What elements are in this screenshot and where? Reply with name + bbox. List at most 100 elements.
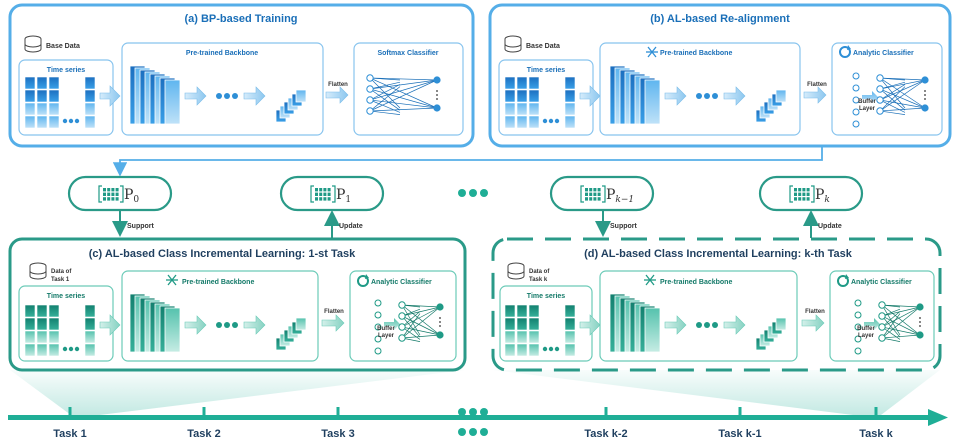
ellipsis-dots bbox=[696, 322, 718, 328]
matrix-icon bbox=[789, 185, 815, 203]
series-cell bbox=[516, 343, 528, 357]
series-dot bbox=[62, 118, 68, 124]
edge bbox=[879, 77, 926, 81]
timeline-tick bbox=[604, 407, 608, 417]
analytic-classifier-label: Analytic Classifier bbox=[853, 50, 914, 57]
output-node bbox=[433, 76, 441, 84]
edge bbox=[369, 107, 438, 112]
feature-block bbox=[295, 317, 307, 331]
series-dot bbox=[554, 118, 560, 124]
series-cell bbox=[48, 317, 60, 331]
flatten-label: Flatten bbox=[328, 82, 348, 88]
series-cell bbox=[84, 330, 96, 344]
series-cell bbox=[48, 115, 60, 129]
series-dot bbox=[542, 118, 548, 124]
time-series-columns bbox=[24, 304, 96, 357]
arrow-to-backbone bbox=[99, 85, 121, 107]
time-series-columns bbox=[504, 304, 576, 357]
series-cell bbox=[504, 343, 516, 357]
series-cell bbox=[504, 76, 516, 90]
timeline-tick bbox=[336, 407, 340, 417]
edge bbox=[369, 88, 438, 109]
series-dot bbox=[554, 346, 560, 352]
flatten-label: Flatten bbox=[807, 82, 827, 88]
matrix-cell bbox=[806, 197, 810, 201]
param-p1-label: P1 bbox=[336, 187, 351, 205]
edge bbox=[369, 99, 401, 113]
matrix-cell bbox=[323, 197, 327, 201]
edge bbox=[369, 81, 401, 90]
matrix-cell bbox=[585, 188, 588, 192]
param-pk1-label: Pk−1 bbox=[606, 187, 634, 205]
matrix-cell bbox=[315, 197, 318, 201]
matrix-icon bbox=[98, 185, 124, 203]
matrix-cell bbox=[319, 197, 323, 201]
param-p0-pill bbox=[67, 175, 173, 212]
matrix-cell bbox=[802, 192, 806, 196]
matrix-cell bbox=[103, 197, 106, 201]
series-cell bbox=[504, 317, 516, 331]
matrix-cell bbox=[111, 192, 115, 196]
panel-b-title: (b) AL-based Re-alignment bbox=[650, 13, 790, 25]
update-label-c: Update bbox=[339, 223, 363, 230]
series-cell bbox=[516, 102, 528, 116]
small-feature-stack bbox=[275, 89, 307, 123]
buffer-node bbox=[374, 347, 382, 355]
edge bbox=[881, 313, 901, 339]
timeline-arrowhead bbox=[928, 409, 948, 426]
edge bbox=[879, 107, 926, 112]
param-p1-pill bbox=[279, 175, 385, 212]
matrix-icon bbox=[310, 185, 336, 203]
timeline-label: Task 1 bbox=[53, 428, 86, 440]
matrix-cell bbox=[115, 192, 119, 196]
time-series-columns bbox=[24, 76, 96, 129]
ellipsis-dots bbox=[696, 93, 718, 99]
series-cell bbox=[528, 330, 540, 344]
matrix-cell bbox=[327, 188, 331, 192]
series-cell bbox=[36, 76, 48, 90]
buffer-node bbox=[374, 323, 382, 331]
series-cell bbox=[516, 317, 528, 331]
param-p0-label: P0 bbox=[124, 187, 139, 205]
matrix-cell bbox=[798, 192, 802, 196]
series-cell bbox=[84, 89, 96, 103]
timeline-label: Task k bbox=[859, 428, 893, 440]
edge bbox=[881, 306, 921, 339]
time-series-label: Time series bbox=[527, 293, 566, 300]
panel-d-title: (d) AL-based Class Incremental Learning:… bbox=[584, 248, 853, 260]
panel-al-realignment: (b) AL-based Re-alignment Base Data Time… bbox=[488, 3, 952, 148]
analytic-classifier-label: Analytic Classifier bbox=[851, 279, 912, 286]
backbone-label: Pre-trained Backbone bbox=[660, 50, 732, 57]
refresh-icon bbox=[837, 274, 849, 287]
buffer-node bbox=[852, 96, 860, 104]
param-p0-symbol: P bbox=[124, 187, 133, 203]
edge bbox=[879, 79, 926, 101]
series-dot bbox=[548, 346, 554, 352]
edge bbox=[401, 304, 441, 308]
series-cell bbox=[528, 76, 540, 90]
series-cell bbox=[564, 330, 576, 344]
layer-label: Layer bbox=[859, 106, 876, 112]
output-node bbox=[916, 331, 924, 339]
matrix-cell bbox=[103, 188, 106, 192]
flatten-arrow bbox=[321, 314, 345, 332]
data-of-label: Data of bbox=[51, 269, 72, 275]
backbone-feature-stack bbox=[129, 293, 181, 353]
edge bbox=[879, 99, 926, 109]
param-p1-symbol: P bbox=[336, 187, 345, 203]
flatten-arrow bbox=[325, 86, 349, 104]
input-node bbox=[876, 96, 884, 104]
arrow-to-backbone bbox=[99, 314, 121, 336]
edge bbox=[369, 79, 438, 101]
matrix-cell bbox=[103, 192, 106, 196]
layer-label: Layer bbox=[378, 333, 395, 339]
param-pk-minus-1: Pk−1 bbox=[549, 175, 655, 212]
series-cell bbox=[36, 115, 48, 129]
matrix-cell bbox=[315, 188, 318, 192]
matrix-cell bbox=[319, 192, 323, 196]
base-data-label: Base Data bbox=[526, 43, 560, 50]
param-p0-sub: 0 bbox=[133, 195, 139, 205]
input-node bbox=[876, 85, 884, 93]
refresh-icon bbox=[357, 274, 369, 287]
feature-block bbox=[295, 89, 307, 103]
